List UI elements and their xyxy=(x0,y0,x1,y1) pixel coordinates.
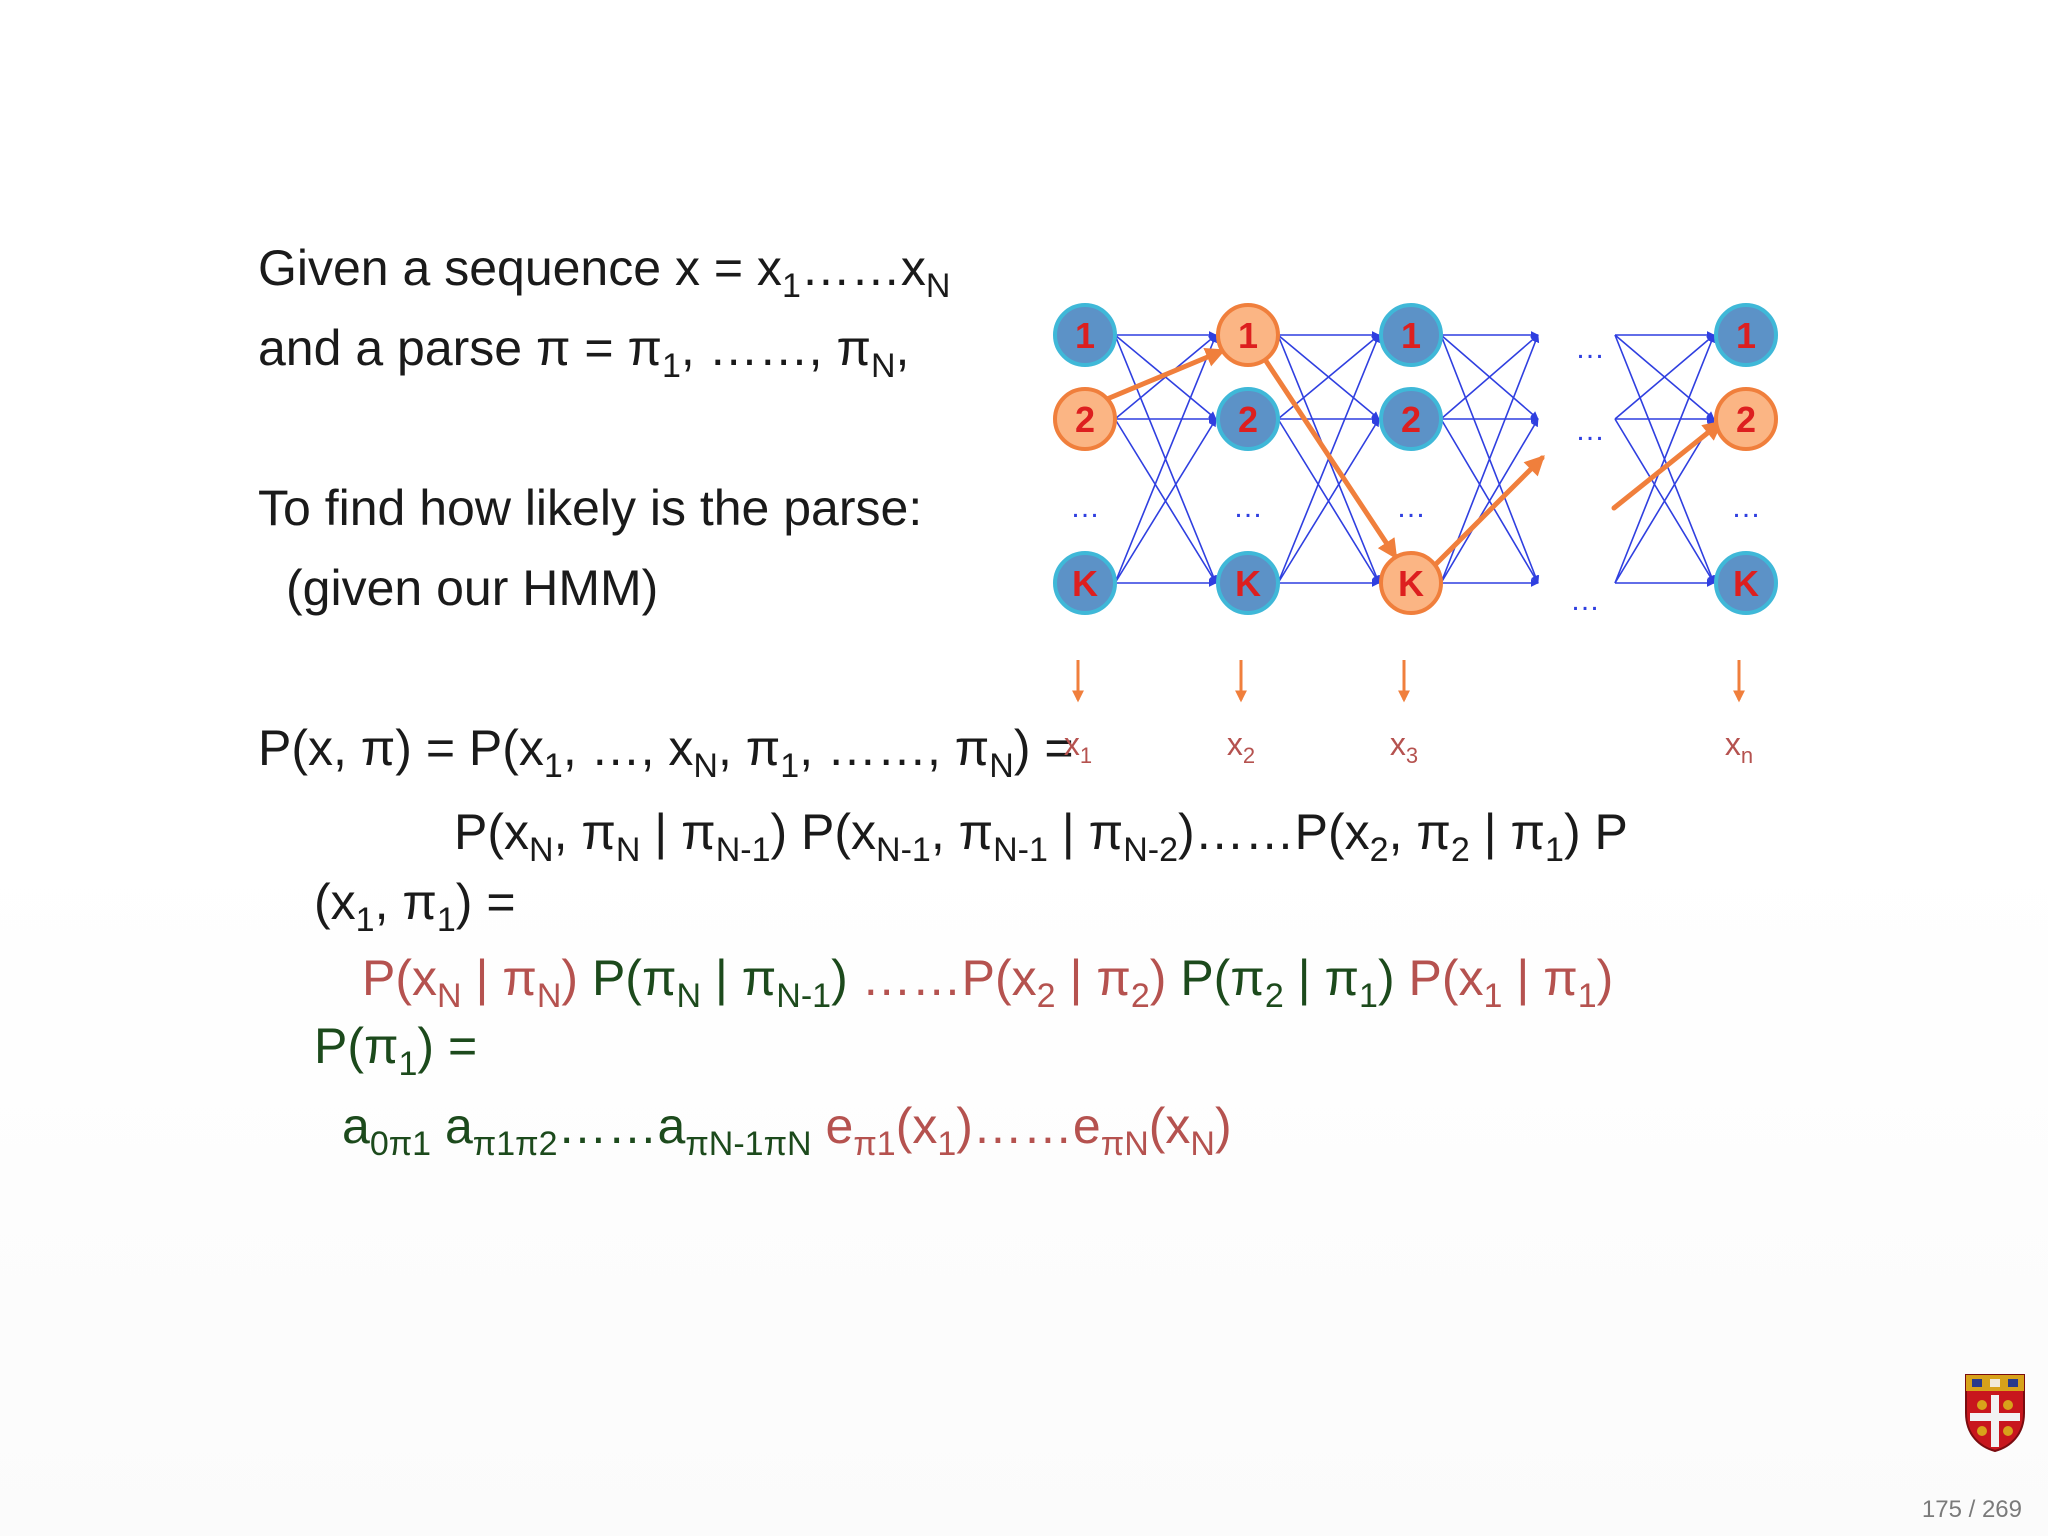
transition-edge xyxy=(1114,334,1217,584)
state-label: 1 xyxy=(1736,315,1756,356)
state-node xyxy=(1216,551,1280,615)
path-state-node xyxy=(1053,387,1117,451)
emission-transition-line: P(xN | πN) P(πN | πN-1) ……P(x2 | π2) P(π… xyxy=(362,950,1614,1015)
state-label: K xyxy=(1733,563,1759,604)
gap-ellipsis: … xyxy=(1570,584,1600,617)
transition-edge xyxy=(1277,418,1380,584)
state-label: 1 xyxy=(1238,315,1258,356)
emission-output-label: x3 xyxy=(1390,726,1418,768)
transition-edge xyxy=(1614,334,1716,584)
ellipsis-dots: … xyxy=(1731,491,1761,524)
state-label: K xyxy=(1398,563,1424,604)
ellipsis-dots: … xyxy=(1070,491,1100,524)
emission-output-label: x1 xyxy=(1064,726,1092,768)
path-arrow xyxy=(1104,347,1226,402)
page-number: 175 / 269 xyxy=(1921,1496,2022,1523)
state-node xyxy=(1714,303,1778,367)
path-arrow xyxy=(1263,358,1398,560)
initial-probability-line: P(π1) = xyxy=(314,1018,478,1083)
factorization-line: P(xN, πN | πN-1) P(xN-1, πN-1 | πN-2)……P… xyxy=(454,804,1628,869)
emission-output-label: xn xyxy=(1725,726,1753,768)
gap-ellipsis: … xyxy=(1575,332,1605,365)
emission-output-label: x2 xyxy=(1227,726,1255,768)
state-node xyxy=(1379,387,1443,451)
transition-edge xyxy=(1614,334,1715,420)
path-arrow xyxy=(1611,420,1724,511)
state-label: 2 xyxy=(1736,399,1756,440)
ellipsis-dots: … xyxy=(1233,491,1263,524)
factorization-continuation: (x1, π1) = xyxy=(314,874,516,939)
state-label: 2 xyxy=(1238,399,1258,440)
state-node xyxy=(1379,303,1443,367)
path-state-node xyxy=(1714,387,1778,451)
university-crest-logo xyxy=(1965,1374,2025,1453)
transition-edge xyxy=(1440,418,1539,584)
transition-edge xyxy=(1614,418,1715,584)
state-node xyxy=(1053,303,1117,367)
state-label: 1 xyxy=(1075,315,1095,356)
state-nodes: 1 2 … K 1 2 … K 1 2 … K 1 2 … K … … … xyxy=(1053,303,1778,617)
transition-edges xyxy=(1114,331,1716,587)
state-node xyxy=(1216,387,1280,451)
joint-probability-equation: P(x, π) = P(x1, …, xN, π1, ……, πN) = xyxy=(258,720,1074,785)
state-label: 1 xyxy=(1401,315,1421,356)
parse-path xyxy=(1104,347,1724,568)
path-state-node xyxy=(1379,551,1443,615)
state-label: 2 xyxy=(1401,399,1421,440)
parameter-product-line: a0π1 aπ1π2……aπN-1πN eπ1(x1)……eπN(xN) xyxy=(342,1098,1232,1163)
ellipsis-dots: … xyxy=(1396,491,1426,524)
sequence-definition: Given a sequence x = x1……xN xyxy=(258,240,951,305)
question-subline: (given our HMM) xyxy=(286,560,659,616)
emission-labels: x1 x2 x3 xn xyxy=(1064,660,1753,768)
state-node xyxy=(1053,551,1117,615)
transition-edge xyxy=(1440,334,1539,420)
transition-edge xyxy=(1114,418,1217,584)
path-state-node xyxy=(1216,303,1280,367)
state-node xyxy=(1714,551,1778,615)
question-line: To find how likely is the parse: xyxy=(258,480,923,536)
state-label: K xyxy=(1235,563,1261,604)
state-label: 2 xyxy=(1075,399,1095,440)
path-arrow xyxy=(1432,455,1545,568)
state-label: K xyxy=(1072,563,1098,604)
gap-ellipsis: … xyxy=(1575,414,1605,447)
parse-definition: and a parse π = π1, ……, πN, xyxy=(258,320,910,385)
